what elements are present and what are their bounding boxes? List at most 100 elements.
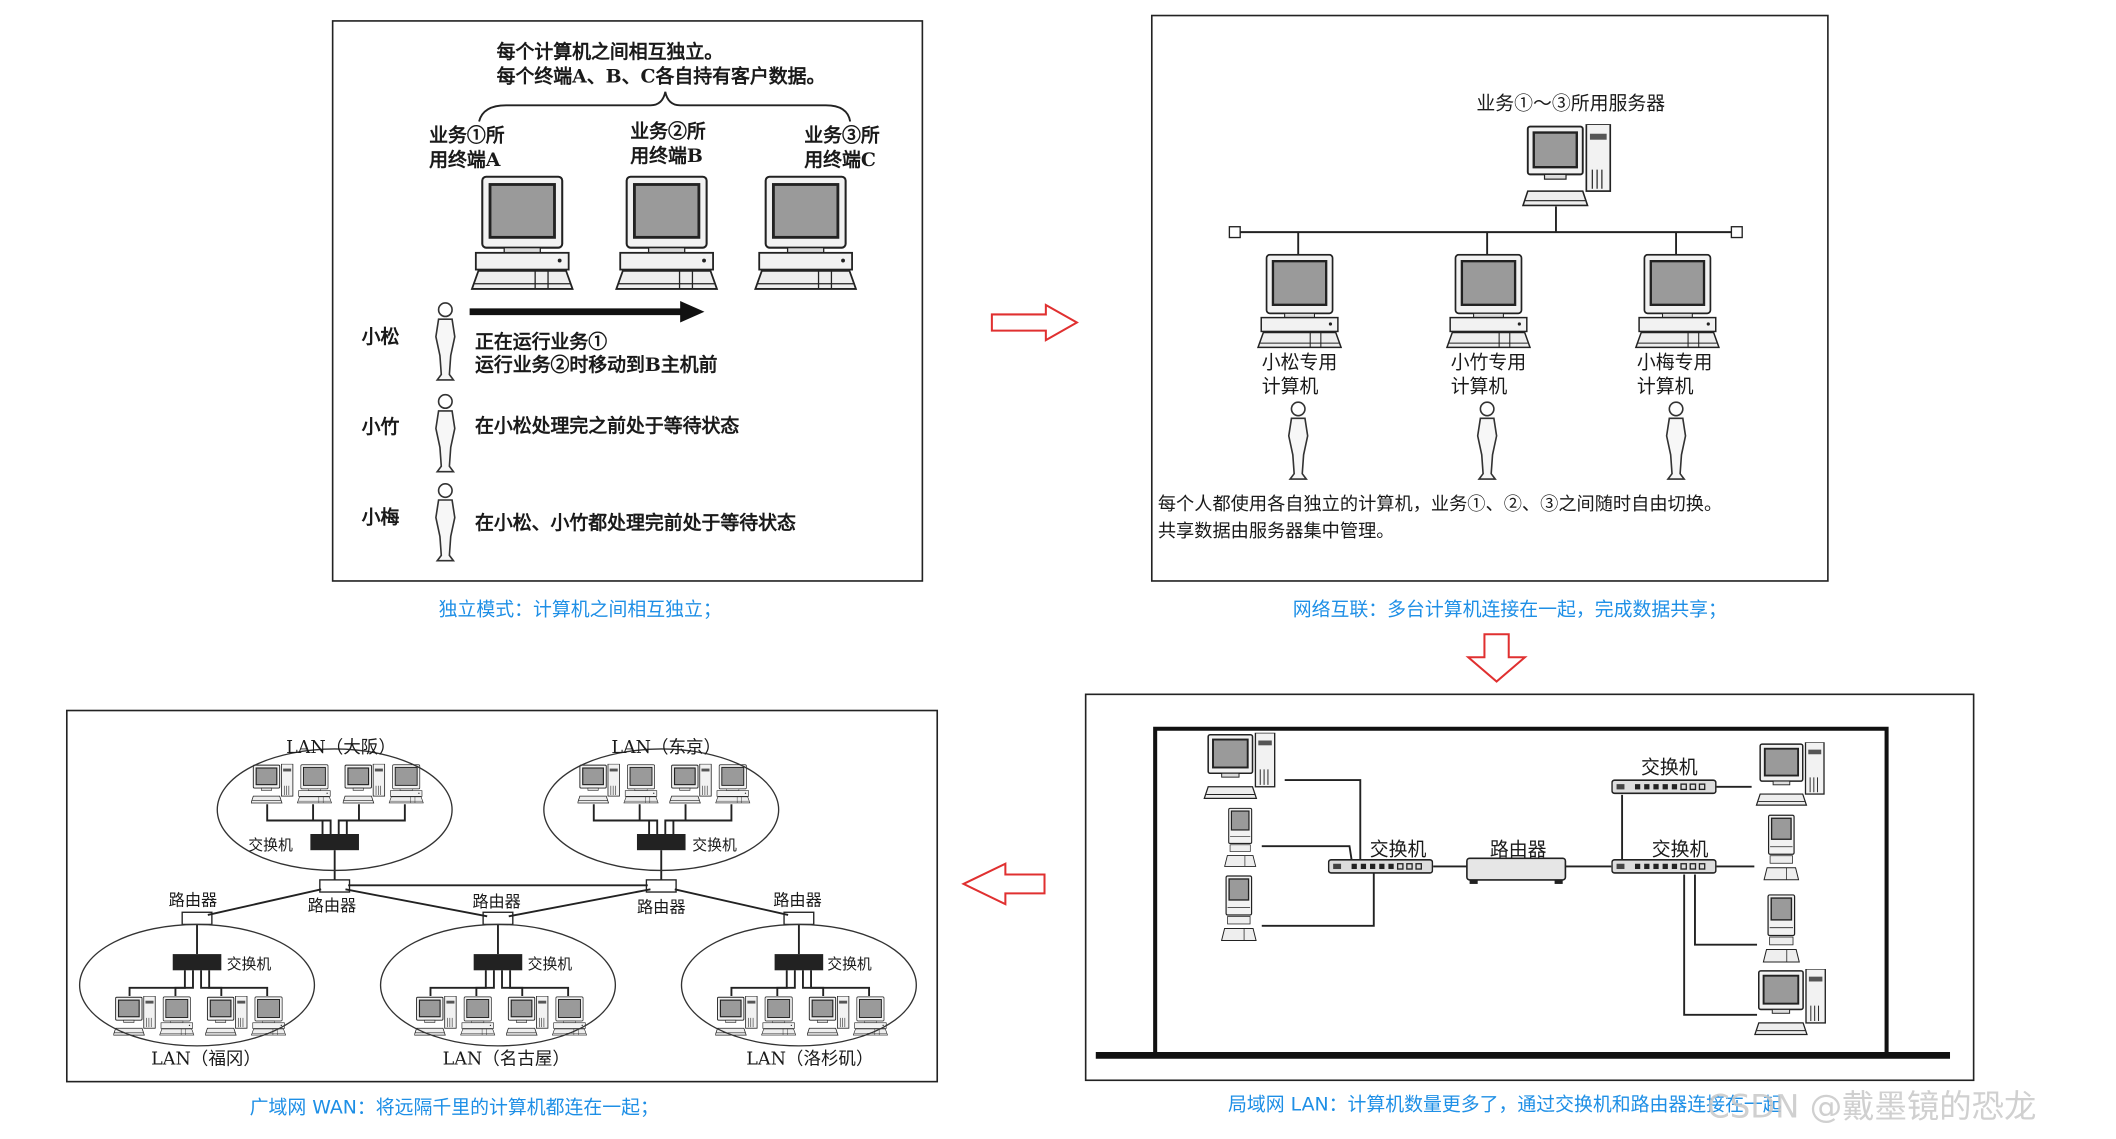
computer-icon <box>1445 253 1532 349</box>
cable <box>345 804 406 835</box>
switch-label: 交换机 <box>827 955 872 973</box>
panel-frame <box>331 20 924 582</box>
computer-icon <box>296 764 332 804</box>
computer-icon <box>761 996 797 1036</box>
switch-label: 交换机 <box>1641 756 1698 778</box>
cable <box>672 804 733 835</box>
terminal-label: 业务②所 <box>630 120 706 143</box>
person-status: 在小松处理完之前处于等待状态 <box>475 414 739 437</box>
router-label: 路由器 <box>637 897 686 916</box>
wan-link <box>345 888 488 918</box>
wan-link <box>508 888 651 918</box>
computer-icon <box>852 996 888 1036</box>
caption-lan: 局域网 LAN：计算机数量更多了，通过交换机和路由器连接在一起 <box>1228 1094 1782 1116</box>
switch-label: 交换机 <box>1370 839 1427 861</box>
cable <box>429 970 487 996</box>
switch-icon <box>774 954 824 971</box>
router-label: 路由器 <box>308 896 357 915</box>
cable <box>200 970 223 996</box>
cable <box>501 970 524 996</box>
panel-wan: 路由器 路由器 路由器 路由器 路由器 LAN（大阪） LAN（东京） LAN（… <box>65 709 939 1083</box>
caption-network: 网络互联：多台计算机连接在一起，完成数据共享； <box>1293 598 1727 620</box>
panel-lan: 交换机 路由器 交换机 交换机 <box>1084 693 1975 1082</box>
router-icon <box>181 911 213 926</box>
computer-icon <box>470 175 574 291</box>
switch-icon <box>172 954 222 971</box>
terminal-label: 用终端C <box>804 148 876 171</box>
computer-icon <box>715 764 751 804</box>
person-status: 在小松、小竹都处理完前处于等待状态 <box>475 511 796 534</box>
person-name: 小竹 <box>362 415 400 438</box>
description-line: 共享数据由服务器集中管理。 <box>1158 521 1395 542</box>
computer-icon <box>614 175 719 291</box>
router-label: 路由器 <box>1490 839 1547 861</box>
computer-label: 小梅专用 <box>1637 351 1712 373</box>
lan-boundary <box>216 748 453 872</box>
switch-label: 交换机 <box>248 836 293 854</box>
arrow-down-icon <box>1465 633 1528 683</box>
person-status: 运行业务②时移动到B主机前 <box>475 353 718 376</box>
brace <box>478 91 852 122</box>
lan-label: LAN（名古屋） <box>443 1050 570 1070</box>
terminal-label: 用终端A <box>429 148 501 171</box>
lan-label: LAN（大阪） <box>286 738 396 758</box>
computer-icon <box>1634 253 1721 349</box>
computer-icon <box>623 764 659 804</box>
computer-icon <box>251 996 287 1036</box>
lan-label: LAN（洛杉矶） <box>746 1050 873 1070</box>
arrow-left-icon <box>961 862 1046 906</box>
router-label: 路由器 <box>169 891 218 910</box>
cable <box>128 970 186 996</box>
router-icon <box>645 879 677 893</box>
terminator-icon <box>1730 226 1743 239</box>
cable <box>664 804 687 835</box>
computer-icon <box>753 175 858 291</box>
lan-boundary <box>543 748 780 872</box>
computer-icon <box>460 996 496 1036</box>
lan-boundary <box>379 923 617 1047</box>
cable <box>509 970 570 996</box>
cable <box>592 804 651 835</box>
router-icon <box>1466 857 1567 881</box>
computer-icon <box>1223 807 1257 868</box>
switch-label: 交换机 <box>227 955 272 973</box>
switch-icon <box>473 954 523 971</box>
wan-link <box>207 888 322 916</box>
computer-label: 小竹专用 <box>1451 351 1526 373</box>
computer-icon <box>551 996 588 1036</box>
router-icon <box>482 911 514 926</box>
cable <box>208 970 269 996</box>
terminal-label: 业务③所 <box>804 124 880 147</box>
watermark: CSDN @戴墨镜的恐龙 <box>1707 1087 2036 1125</box>
lan-label: LAN（福冈） <box>151 1050 261 1070</box>
computer-label: 计算机 <box>1637 376 1694 398</box>
arrow-head-icon <box>680 300 705 323</box>
computer-label: 小松专用 <box>1262 351 1338 373</box>
terminal-label: 用终端B <box>630 144 703 167</box>
computer-label: 计算机 <box>1262 376 1319 398</box>
switch-label: 交换机 <box>528 955 573 973</box>
computer-icon <box>159 996 195 1036</box>
computer-icon <box>1220 874 1258 942</box>
switch-icon <box>1611 858 1717 874</box>
cable <box>802 970 825 996</box>
computer-icon <box>1763 814 1800 881</box>
cable <box>266 804 324 835</box>
terminator-icon <box>1228 226 1241 239</box>
lan-boundary <box>680 923 917 1047</box>
switch-icon <box>1327 858 1434 874</box>
person-name: 小松 <box>362 325 400 348</box>
terminal-label: 业务①所 <box>429 124 505 147</box>
switch-icon <box>310 834 359 851</box>
wan-link <box>674 888 789 916</box>
cable <box>730 970 788 996</box>
cable <box>337 804 360 835</box>
switch-icon <box>636 834 686 851</box>
description-line: 每个人都使用各自独立的计算机，业务①、②、③之间随时自由切换。 <box>1158 494 1722 515</box>
person-status: 正在运行业务① <box>475 330 607 353</box>
heading-line: 每个终端A、B、C各自持有客户数据。 <box>497 64 826 87</box>
cable <box>810 970 871 996</box>
router-icon <box>319 879 351 893</box>
computer-icon <box>1256 253 1343 349</box>
arrow-right-icon <box>990 303 1079 342</box>
